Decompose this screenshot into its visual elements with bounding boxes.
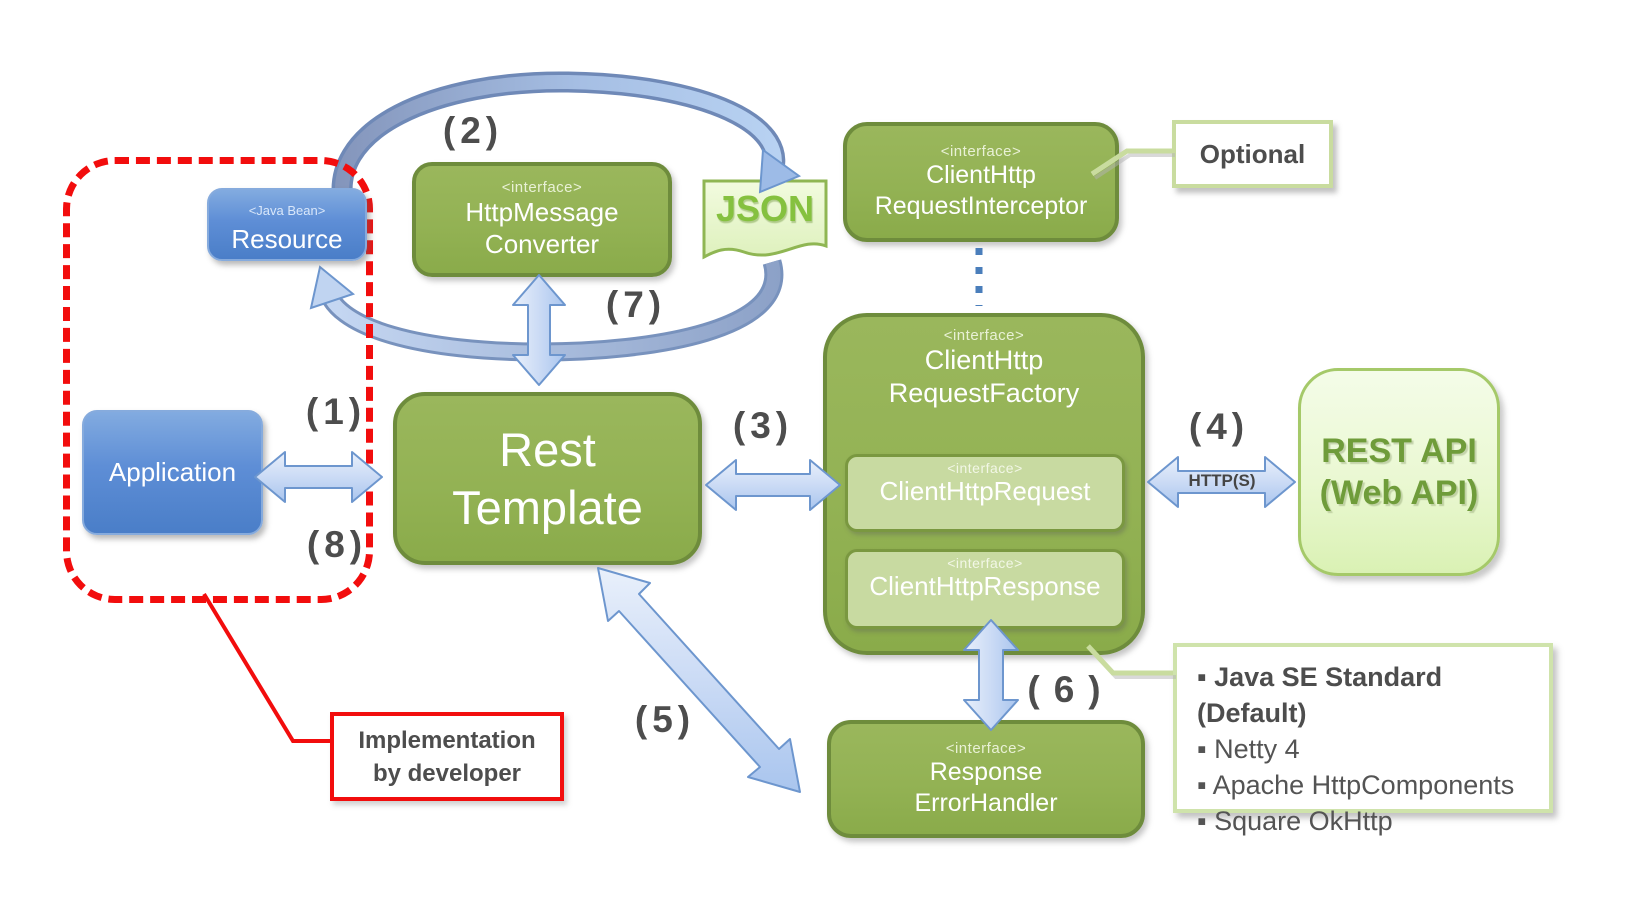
arrow-http-restapi xyxy=(1147,456,1296,508)
rest-api-box: REST API (Web API) xyxy=(1298,368,1500,576)
infra-callout-line xyxy=(1086,644,1173,676)
step-label-6: (6) xyxy=(1027,669,1115,710)
optional-callout-line xyxy=(1090,148,1172,177)
list-item: ▪ Netty 4 xyxy=(1197,734,1300,764)
implementation-line1: Implementation xyxy=(358,726,536,754)
implementation-callout-line xyxy=(202,592,330,743)
factory-line2: RequestFactory xyxy=(888,378,1080,408)
rest-template-line1: Rest xyxy=(499,422,596,476)
serialize-arc xyxy=(335,74,782,212)
converter-line1: HttpMessage xyxy=(465,197,619,227)
client-http-request-interceptor-box: <interface> ClientHttp RequestIntercepto… xyxy=(843,122,1119,242)
developer-scope-dashed-border xyxy=(63,157,373,603)
client-http-request-factory-box: <interface> ClientHttp RequestFactory <i… xyxy=(823,313,1145,655)
rest-api-line2: (Web API) xyxy=(1319,474,1479,512)
response-label: ClientHttpResponse xyxy=(869,571,1101,601)
optional-label: Optional xyxy=(1199,138,1306,169)
interceptor-line2: RequestInterceptor xyxy=(874,191,1088,220)
factory-stereotype: <interface> xyxy=(943,327,1025,344)
arrow-application-resttemplate xyxy=(254,451,383,503)
http-protocol-label: HTTP(S) xyxy=(1188,471,1256,490)
arrow-resttemplate-factory xyxy=(705,459,841,511)
list-item: ▪ Square OkHttp xyxy=(1197,806,1393,836)
interceptor-stereotype: <interface> xyxy=(940,142,1022,160)
step-label-1: (1) xyxy=(305,391,367,432)
converter-line2: Converter xyxy=(484,229,600,259)
list-item: ▪ Java SE Standard (Default) xyxy=(1197,662,1443,728)
client-http-request-box: <interface> ClientHttpRequest xyxy=(845,454,1125,532)
implementation-by-developer-box: Implementation by developer xyxy=(330,712,564,801)
rest-template-box: Rest Template xyxy=(393,392,702,565)
optional-callout-shadow xyxy=(1093,153,1175,180)
arrow-converter-resttemplate xyxy=(512,274,566,386)
json-document-shape xyxy=(702,179,828,260)
error-handler-line1: Response xyxy=(929,757,1043,786)
factory-implementations-list-box: ▪ Java SE Standard (Default) ▪ Netty 4 ▪… xyxy=(1173,643,1553,836)
step-label-4: (4) xyxy=(1188,406,1250,447)
rest-template-line2: Template xyxy=(452,480,643,534)
resource-box: <Java Bean> Resource xyxy=(207,188,367,261)
resource-stereotype: <Java Bean> xyxy=(248,202,326,218)
http-message-converter-box: <interface> HttpMessage Converter xyxy=(412,162,672,277)
resource-label: Resource xyxy=(231,223,343,254)
request-stereotype: <interface> xyxy=(947,460,1023,476)
error-handler-stereotype: <interface> xyxy=(945,739,1027,757)
response-stereotype: <interface> xyxy=(947,555,1023,571)
json-label: JSON xyxy=(715,188,815,229)
step-label-8: (8) xyxy=(306,524,368,565)
application-box: Application xyxy=(82,410,263,535)
error-handler-line2: ErrorHandler xyxy=(914,788,1058,817)
rest-api-line1: REST API xyxy=(1321,432,1477,470)
request-label: ClientHttpRequest xyxy=(879,476,1091,506)
arrow-response-errorhandler xyxy=(963,619,1019,731)
step-label-7: (7) xyxy=(605,284,667,325)
factory-line1: ClientHttp xyxy=(924,345,1044,375)
interceptor-line1: ClientHttp xyxy=(926,160,1036,189)
application-label: Application xyxy=(108,457,237,487)
return-arc-arrowhead xyxy=(309,265,356,310)
arrow-resttemplate-errorhandler xyxy=(597,567,801,793)
step-label-2: (2) xyxy=(442,110,504,151)
serialize-arc-arrowhead xyxy=(758,148,802,194)
implementation-line2: by developer xyxy=(372,759,522,787)
step-label-3: (3) xyxy=(732,405,794,446)
list-item: ▪ Apache HttpComponents xyxy=(1197,770,1515,800)
converter-stereotype: <interface> xyxy=(501,179,583,196)
step-label-5: (5) xyxy=(634,699,696,740)
